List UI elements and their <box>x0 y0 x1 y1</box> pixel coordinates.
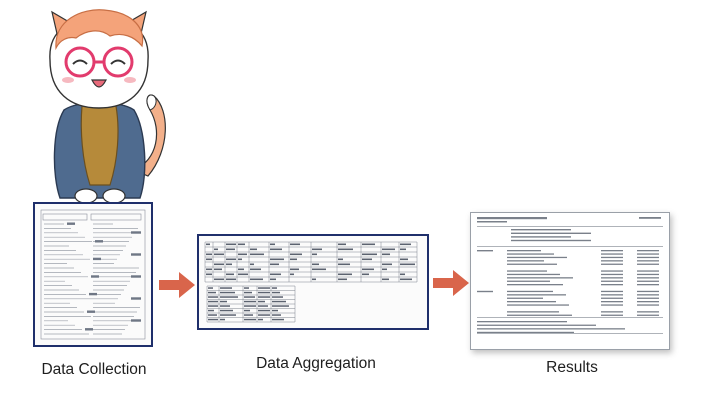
results-image <box>470 212 670 350</box>
right-arrow-icon <box>159 272 195 298</box>
data-collection-label: Data Collection <box>41 361 147 378</box>
data-aggregation-label: Data Aggregation <box>256 355 376 372</box>
right-arrow-icon <box>433 270 469 296</box>
results-document-icon <box>471 213 669 349</box>
data-collection-image <box>33 202 153 347</box>
cat-mascot-icon <box>49 9 166 204</box>
results-label: Results <box>546 359 598 376</box>
spreadsheet-icon <box>199 236 427 328</box>
form-document-icon <box>35 204 151 345</box>
data-aggregation-image <box>197 234 429 330</box>
